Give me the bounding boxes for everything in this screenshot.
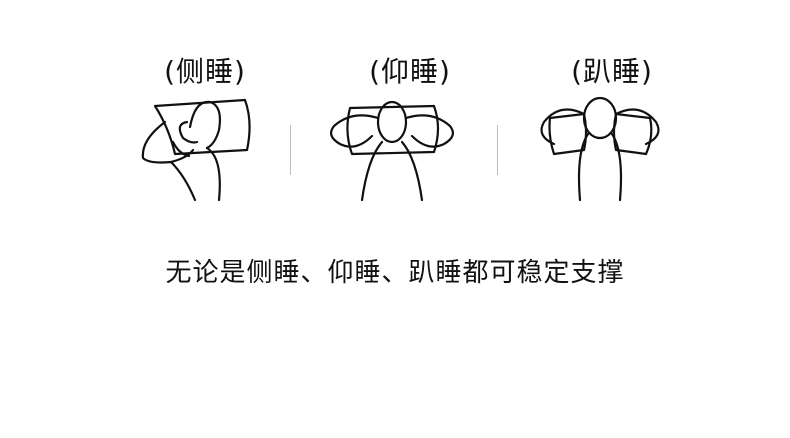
stomach-sleep-figure-icon [540,96,660,202]
divider [497,125,498,175]
position-label-stomach: (趴睡) [571,55,653,88]
position-label-side: (侧睡) [164,55,246,88]
position-label-back: (仰睡) [369,55,451,88]
side-sleep-figure-icon [141,98,251,202]
caption: 无论是侧睡、仰睡、趴睡都可稳定支撑 [165,258,625,288]
divider [290,125,291,175]
back-sleep-figure-icon [330,100,454,202]
